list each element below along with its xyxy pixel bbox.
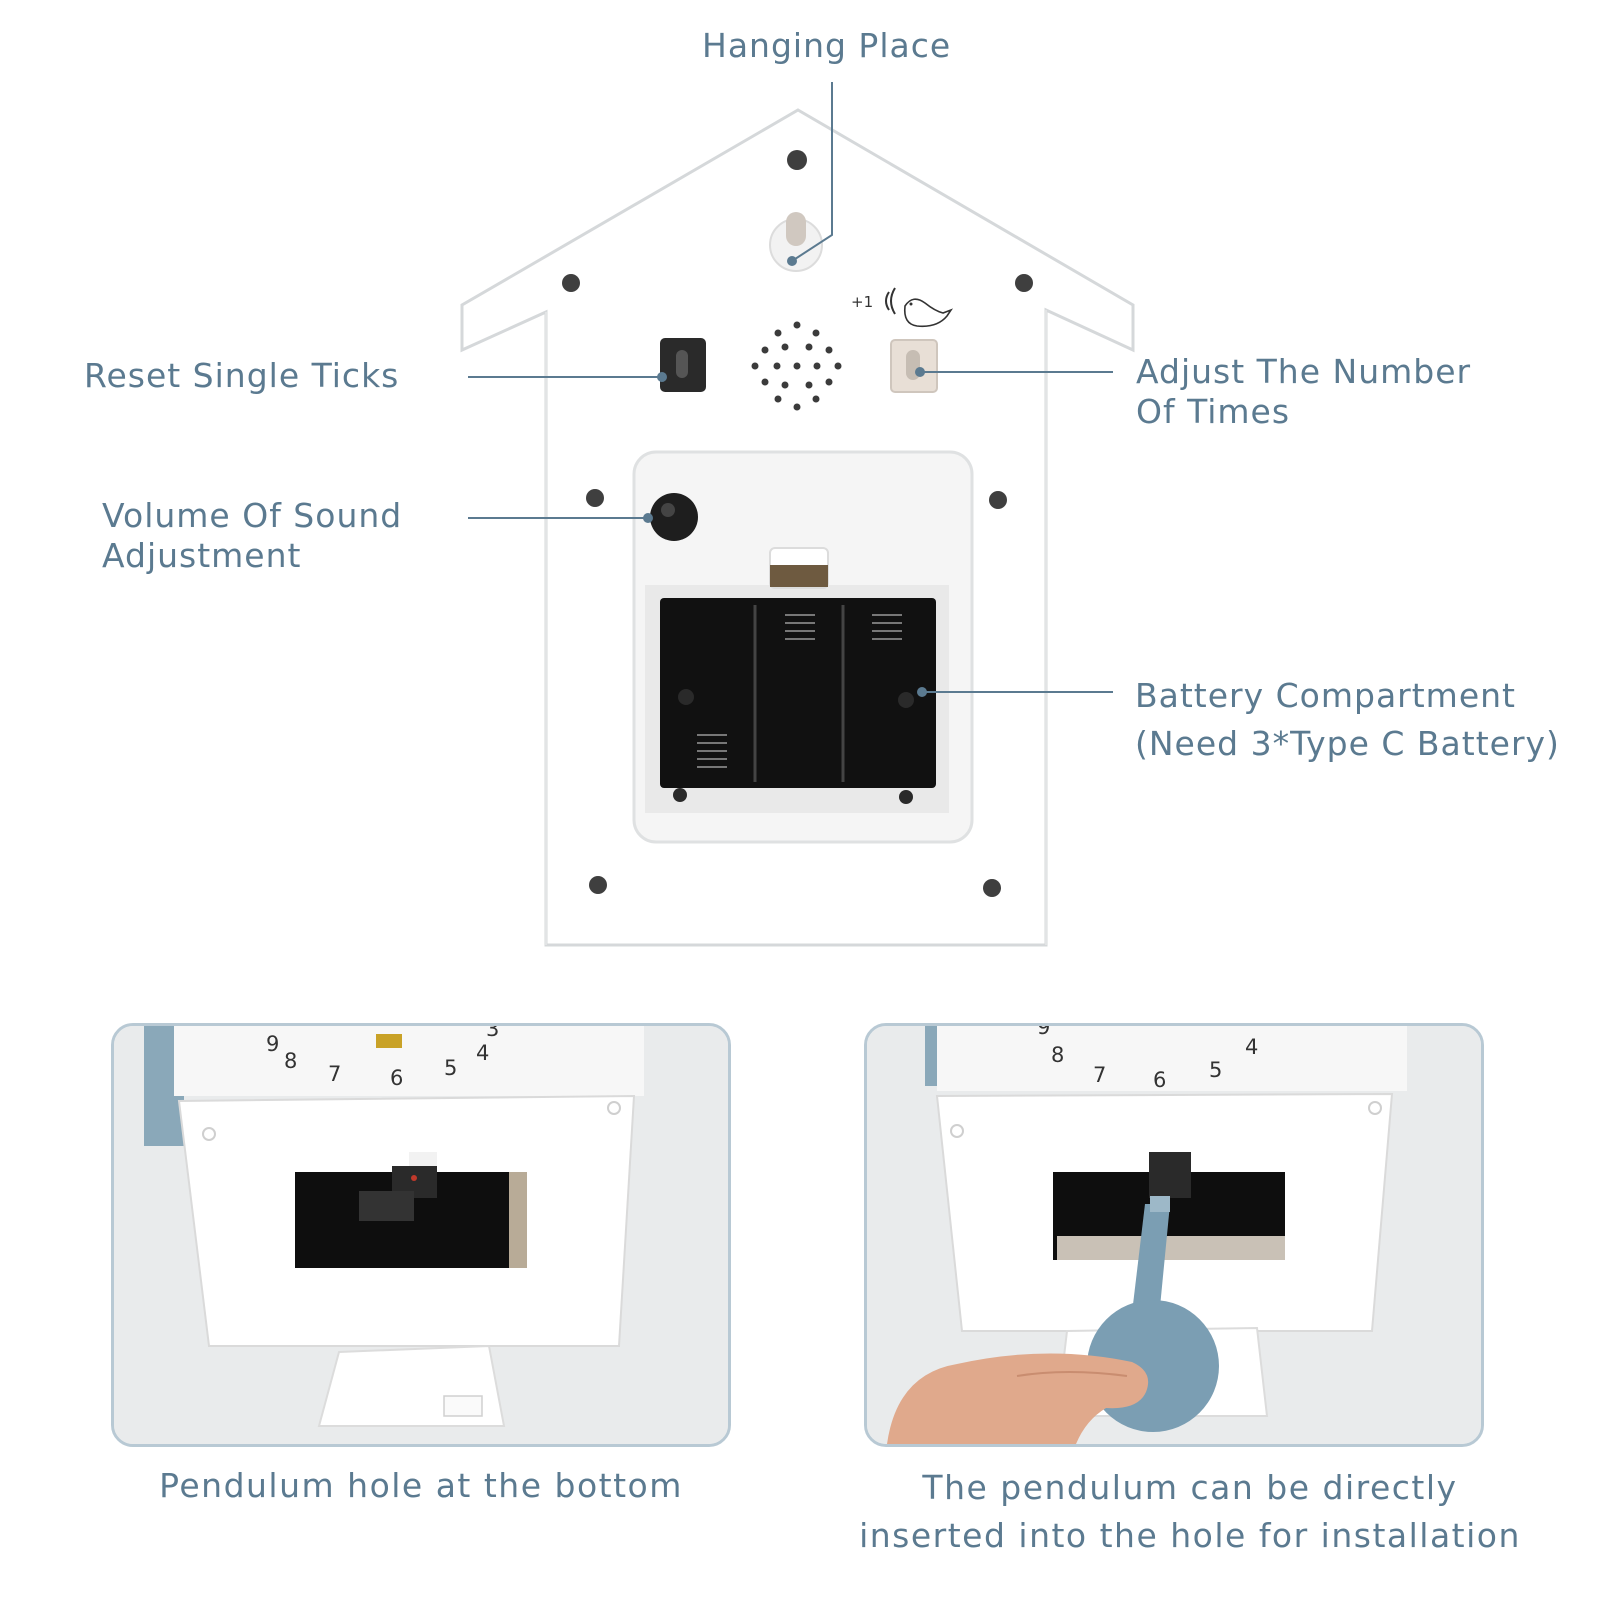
caption-pendulum-hole: Pendulum hole at the bottom	[159, 1466, 683, 1505]
dial-left-digit-4: 4	[476, 1041, 489, 1065]
callout-adjust-times-line-1: Adjust The Number	[1136, 352, 1472, 391]
leader-hanging-place	[791, 82, 833, 262]
leader-lines	[468, 82, 1113, 693]
callout-volume-line-2: Adjustment	[102, 536, 302, 575]
callout-volume-adjustment: Volume Of Sound Adjustment	[102, 496, 402, 576]
reset-switch	[657, 338, 706, 392]
dial-left-digit-7: 7	[328, 1062, 341, 1086]
caption-pendulum-insert: The pendulum can be directly inserted in…	[840, 1464, 1540, 1560]
dial-left-digit-6: 6	[390, 1066, 403, 1090]
dial-right-digit-5: 5	[1209, 1058, 1222, 1082]
dial-left-digit-8: 8	[284, 1049, 297, 1073]
callout-adjust-times: Adjust The Number Of Times	[1136, 352, 1471, 432]
adjust-times-switch	[890, 339, 938, 393]
dial-left-digit-5: 5	[444, 1056, 457, 1080]
clock-back-diagram: +1	[460, 82, 1135, 947]
caption-pendulum-insert-line-1: The pendulum can be directly	[922, 1468, 1458, 1507]
dial-right-digit-9: 9	[1037, 1026, 1050, 1039]
speaker-grille-icon	[751, 321, 842, 411]
plus-one-text: +1	[851, 293, 873, 311]
callout-battery-line-2: (Need 3*Type C Battery)	[1135, 724, 1560, 763]
callout-battery-compartment: Battery Compartment (Need 3*Type C Batte…	[1135, 672, 1560, 768]
callout-adjust-times-line-2: Of Times	[1136, 392, 1291, 431]
dial-right-digit-7: 7	[1093, 1063, 1106, 1087]
battery-recess	[632, 450, 974, 844]
dial-left-digit-3: 3	[486, 1026, 499, 1041]
dial-right-digit-4: 4	[1245, 1035, 1258, 1059]
dial-right-digit-6: 6	[1153, 1068, 1166, 1092]
callout-reset-single-ticks: Reset Single Ticks	[84, 356, 400, 395]
callout-battery-line-1: Battery Compartment	[1135, 676, 1516, 715]
callout-volume-line-1: Volume Of Sound	[102, 496, 403, 535]
photo-pendulum-inserted: 9 8 7 6 5 4	[864, 1023, 1484, 1447]
callout-hanging-place: Hanging Place	[702, 26, 952, 65]
volume-knob	[643, 493, 698, 541]
mounting-holes	[562, 150, 1033, 897]
dial-left-digit-9: 9	[266, 1032, 279, 1056]
caption-pendulum-insert-line-2: inserted into the hole for installation	[859, 1516, 1521, 1555]
dial-right-digit-8: 8	[1051, 1043, 1064, 1067]
plus-one-bird-marking: +1	[851, 287, 954, 328]
photo-pendulum-hole: 9 8 7 6 5 4 3	[111, 1023, 731, 1447]
